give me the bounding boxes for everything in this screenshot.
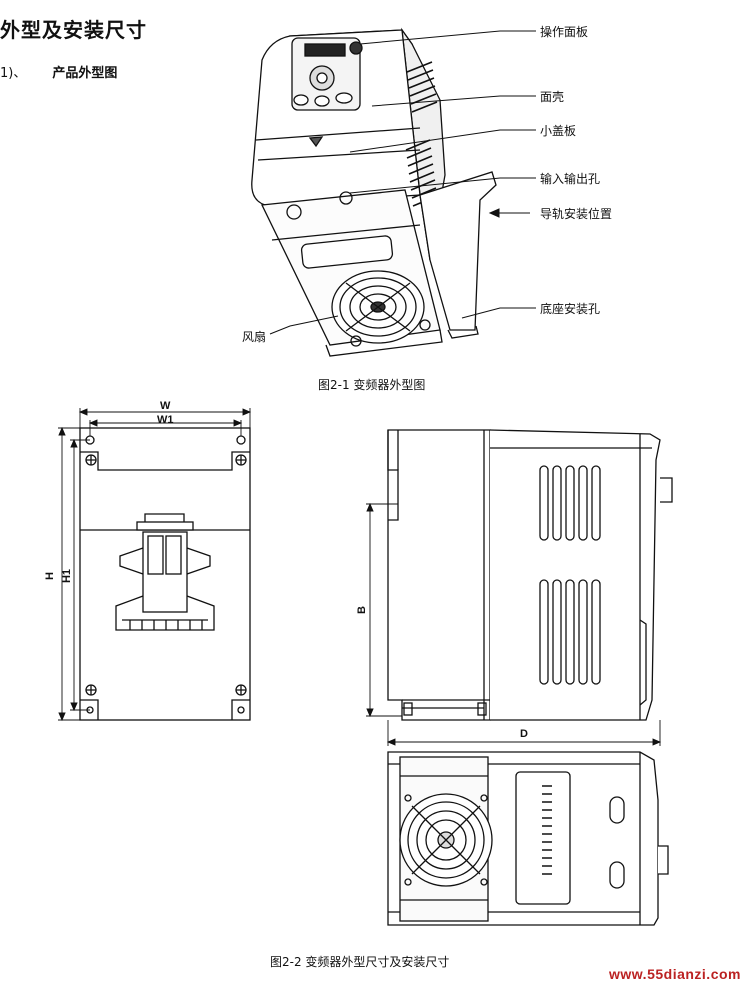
- callout-leaders: [269, 30, 536, 335]
- side-view-vents: [539, 465, 601, 685]
- callout-face-shell: 面壳: [540, 90, 565, 104]
- callout-base-mount-holes: 底座安装孔: [540, 302, 601, 316]
- dim-label-w1: W1: [157, 414, 174, 426]
- watermark: www.55dianzi.com: [609, 966, 741, 982]
- inverter-3d-view: [251, 27, 497, 357]
- callout-rail-mount: 导轨安装位置: [540, 207, 613, 221]
- subtitle-text: 产品外型图: [52, 66, 118, 81]
- front-screws: [85, 454, 247, 696]
- callout-small-cover: 小盖板: [540, 124, 577, 138]
- bottom-view: [387, 751, 669, 926]
- side-knob: [660, 477, 673, 503]
- mount-slot: [609, 861, 625, 889]
- cooling-fan: [331, 270, 425, 344]
- callout-fan: 风扇: [242, 330, 267, 344]
- front-dimensions: [58, 408, 252, 722]
- mount-slot: [609, 796, 625, 824]
- callout-operation-panel: 操作面板: [540, 25, 589, 39]
- section-subtitle: 1)、 产品外型图: [0, 62, 117, 81]
- io-hole: [339, 191, 353, 205]
- dim-label-b: B: [355, 606, 368, 614]
- figure1-caption: 图2-1 变频器外型图: [318, 378, 426, 392]
- mount-screw: [286, 204, 302, 220]
- dim-label-h1: H1: [61, 568, 74, 584]
- front-view: [79, 427, 251, 721]
- dim-label-h: H: [43, 572, 56, 580]
- potentiometer-knob: [349, 41, 363, 55]
- callout-io-holes: 输入输出孔: [540, 172, 601, 186]
- terminal-block: [515, 771, 571, 905]
- dim-label-w: W: [160, 400, 171, 412]
- bottom-fan: [399, 793, 493, 887]
- din-rail-clip: [115, 513, 215, 631]
- side-vents: [405, 61, 438, 207]
- dim-label-d: D: [520, 728, 528, 740]
- side-view: [387, 429, 673, 721]
- led-display: [304, 43, 346, 57]
- subtitle-number: 1)、: [0, 66, 27, 81]
- section-title: 外型及安装尺寸: [0, 18, 147, 42]
- side-dimensions: [366, 502, 662, 746]
- figure2-caption: 图2-2 变频器外型尺寸及安装尺寸: [270, 955, 450, 969]
